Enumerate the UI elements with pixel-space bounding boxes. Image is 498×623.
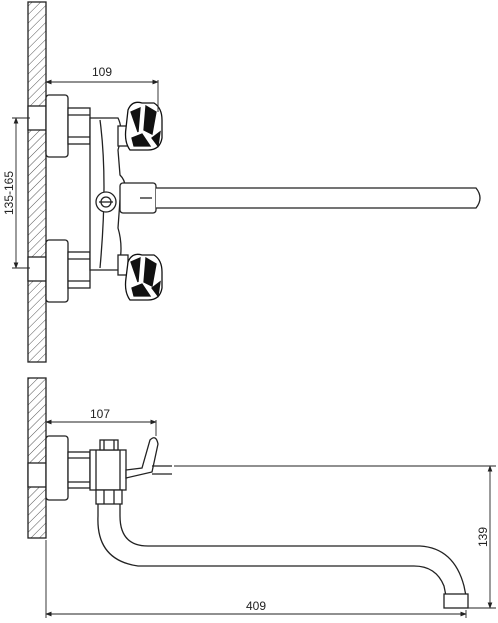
dim-width-top-label: 109 [92, 65, 112, 79]
dim-135-165 [12, 117, 30, 269]
wall-hatch-side [27, 377, 47, 539]
escutcheon-lower [45, 239, 69, 303]
dim-409 [45, 540, 467, 618]
handle-lower-icon [124, 253, 163, 301]
dim-width-side-label: 107 [90, 407, 110, 421]
spout-side-view [97, 504, 467, 597]
escutcheon-upper [45, 94, 69, 158]
side-view [27, 377, 469, 609]
body-flange-lower [67, 251, 91, 289]
dim-spacing-label: 135-165 [2, 171, 16, 215]
top-view [27, 1, 481, 363]
dim-height-label: 139 [476, 527, 490, 547]
handle-upper-icon [124, 101, 163, 151]
spout-top-view [156, 187, 481, 209]
inlet-nut-upper [27, 105, 47, 131]
diverter-knob [99, 439, 119, 451]
inlet-nut-lower [27, 256, 47, 282]
dim-109 [45, 79, 159, 112]
spout-nut [95, 489, 123, 505]
wall-hatch-top [27, 1, 47, 363]
lever-handle [125, 437, 159, 479]
body-flange-upper [67, 107, 91, 145]
dim-length-label: 409 [246, 599, 266, 613]
dim-107 [45, 419, 157, 436]
aerator [443, 593, 469, 609]
dim-139 [174, 465, 496, 609]
escutcheon-side [45, 435, 69, 501]
inlet-nut-side [27, 462, 47, 488]
